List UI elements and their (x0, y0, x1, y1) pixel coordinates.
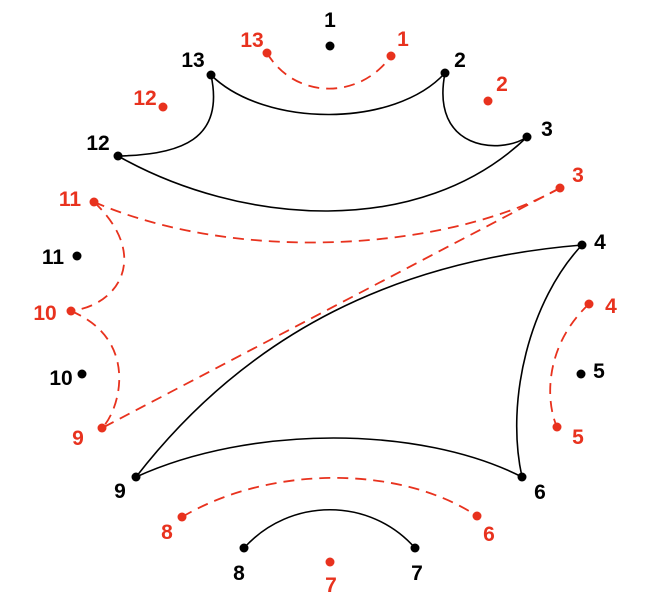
black-arc-8-7 (243, 509, 416, 549)
black-label-13: 13 (181, 49, 204, 72)
black-points (72, 41, 587, 553)
black-label-10: 10 (49, 367, 72, 390)
red-label-7: 7 (325, 574, 337, 597)
black-arc-12-13 (117, 74, 215, 157)
red-point-9 (97, 423, 107, 433)
red-arc-3-9 (101, 187, 561, 429)
black-label-12: 12 (86, 132, 109, 155)
red-point-8 (177, 512, 187, 522)
red-points (66, 48, 594, 567)
red-label-8: 8 (161, 521, 173, 544)
red-arcs (70, 52, 590, 518)
red-point-1 (386, 51, 396, 61)
black-label-11: 11 (42, 246, 65, 269)
red-point-2 (483, 96, 493, 106)
red-arc-4-5 (549, 303, 590, 428)
red-label-12: 12 (133, 87, 156, 110)
black-point-10 (77, 369, 87, 379)
black-label-6: 6 (534, 481, 546, 504)
black-point-12 (113, 151, 123, 161)
black-point-8 (239, 543, 249, 553)
red-labels: 1 2 3 4 5 6 7 8 9 10 11 12 13 (33, 28, 617, 597)
red-label-10: 10 (33, 302, 56, 325)
red-label-5: 5 (572, 426, 584, 449)
red-point-4 (584, 299, 594, 309)
black-point-11 (72, 251, 82, 261)
red-arc-11-10 (70, 201, 126, 312)
red-point-5 (552, 422, 562, 432)
black-label-8: 8 (233, 562, 245, 585)
red-label-11: 11 (59, 188, 82, 211)
black-point-13 (206, 70, 216, 80)
red-label-13: 13 (240, 29, 263, 52)
black-arc-4-9 (135, 244, 583, 478)
red-point-6 (472, 511, 482, 521)
black-arc-9-6 (135, 437, 523, 478)
red-arc-11-3 (93, 187, 561, 244)
black-point-9 (131, 472, 141, 482)
black-arc-12-3 (117, 136, 528, 212)
black-point-6 (517, 472, 527, 482)
black-point-2 (440, 68, 450, 78)
black-label-5: 5 (593, 360, 605, 383)
red-point-12 (158, 102, 168, 112)
black-label-7: 7 (411, 562, 423, 585)
black-point-3 (522, 132, 532, 142)
red-point-7 (325, 557, 335, 567)
black-label-9: 9 (114, 480, 126, 503)
red-arc-8-6 (181, 477, 478, 518)
black-point-5 (576, 369, 586, 379)
black-label-4: 4 (594, 231, 606, 254)
red-label-6: 6 (483, 523, 495, 546)
red-point-3 (555, 183, 565, 193)
red-label-4: 4 (605, 295, 617, 318)
red-point-11 (89, 197, 99, 207)
red-arc-13-1 (266, 52, 392, 90)
red-label-3: 3 (572, 164, 584, 187)
black-arc-2-3 (442, 72, 528, 147)
red-label-9: 9 (72, 427, 84, 450)
red-arc-10-9 (70, 310, 121, 429)
red-label-1: 1 (397, 28, 409, 51)
black-arc-4-6 (515, 244, 583, 478)
red-point-13 (262, 48, 272, 58)
black-point-4 (577, 240, 587, 250)
black-point-1 (325, 41, 335, 51)
red-label-2: 2 (496, 73, 508, 96)
black-label-1: 1 (324, 9, 336, 32)
black-label-2: 2 (454, 49, 466, 72)
black-arc-13-2 (210, 72, 446, 116)
black-arcs (117, 72, 583, 549)
red-point-10 (66, 306, 76, 316)
black-labels: 1 2 3 4 5 6 7 8 9 10 11 12 13 (42, 9, 606, 585)
black-point-7 (410, 543, 420, 553)
black-label-3: 3 (541, 118, 553, 141)
